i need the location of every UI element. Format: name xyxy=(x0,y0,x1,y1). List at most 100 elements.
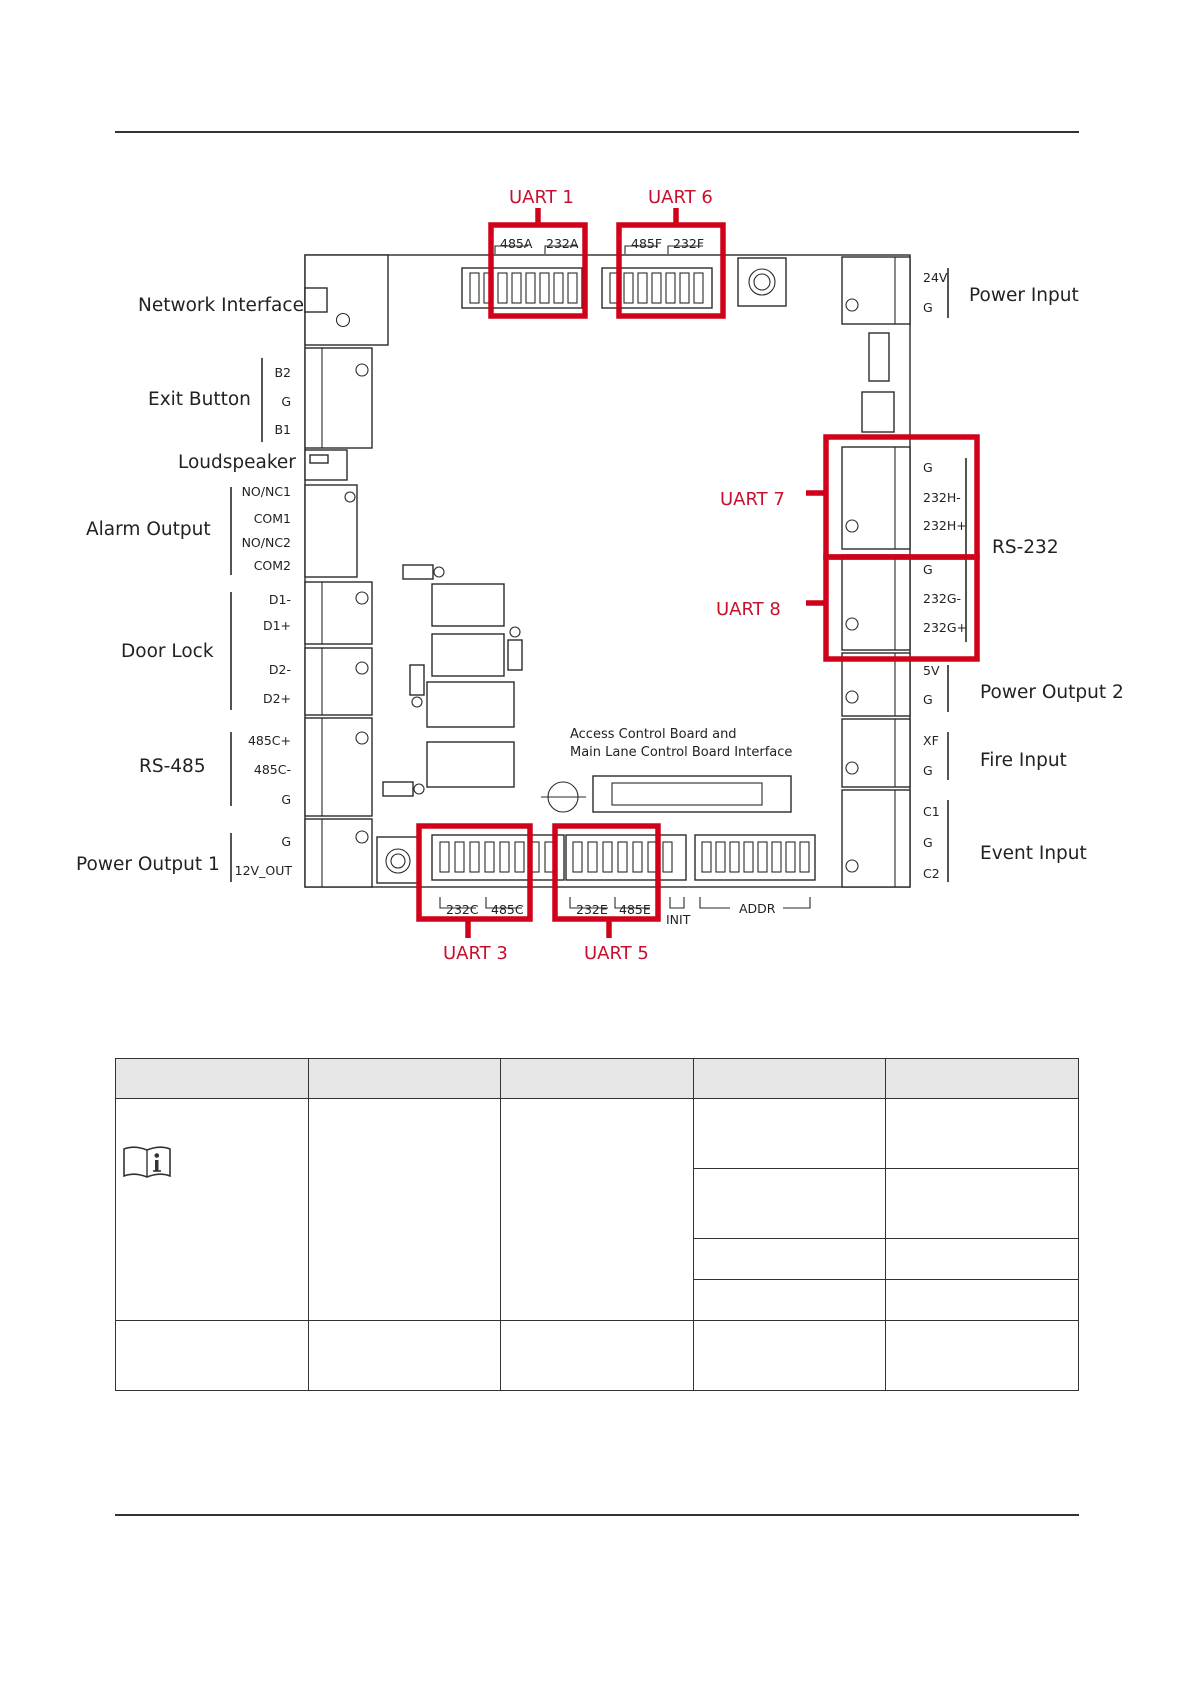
alarm-output-label: Alarm Output xyxy=(86,519,211,540)
pin-5v: 5V xyxy=(923,663,940,678)
table-cell xyxy=(885,1320,1079,1391)
pin-c1: C1 xyxy=(923,804,940,819)
table-cell xyxy=(885,1098,1079,1169)
fire-input-label: Fire Input xyxy=(980,750,1067,771)
table-header-cell xyxy=(307,1058,502,1099)
table-header-cell xyxy=(885,1058,1079,1099)
pin-no-nc2: NO/NC2 xyxy=(242,535,291,550)
pin-232g-plus: 232G+ xyxy=(923,620,967,635)
pin-24v: 24V xyxy=(923,270,948,285)
uart3-label: UART 3 xyxy=(443,943,508,964)
pin-g-232g: G xyxy=(923,562,933,577)
table-row xyxy=(116,1168,1079,1239)
table-row xyxy=(115,1098,1079,1321)
table-header-cell xyxy=(115,1058,309,1099)
bracket-lines xyxy=(230,245,967,909)
note-info-icon xyxy=(123,1146,171,1178)
uart7-label: UART 7 xyxy=(720,489,785,510)
pin-b2: B2 xyxy=(274,365,291,380)
power-output-1-terminal xyxy=(304,818,373,888)
pin-g-fire: G xyxy=(923,763,933,778)
pin-232g-minus: 232G- xyxy=(923,591,961,606)
dip-label-init: INIT xyxy=(666,912,691,927)
table-cell xyxy=(885,1279,1079,1321)
exit-button-label: Exit Button xyxy=(148,389,251,410)
pin-d1-minus: D1- xyxy=(269,592,291,607)
bottom-rule xyxy=(115,1514,1079,1516)
dip-label-485c: 485C xyxy=(491,902,524,917)
top-dip-switch-bank-1 xyxy=(461,267,583,309)
table-row xyxy=(116,1279,1079,1321)
pin-12v-out: 12V_OUT xyxy=(235,863,293,878)
pin-d2-minus: D2- xyxy=(269,662,291,677)
pin-g-232h: G xyxy=(923,460,933,475)
table-cell xyxy=(307,1098,502,1321)
loudspeaker-terminal xyxy=(304,449,348,481)
uart8-terminal xyxy=(841,554,911,651)
dip-label-232e: 232E xyxy=(576,902,608,917)
event-input-label: Event Input xyxy=(980,843,1087,864)
uart-highlights xyxy=(416,208,980,938)
pin-d2-plus: D2+ xyxy=(263,691,291,706)
door-lock-terminal-1 xyxy=(304,581,373,645)
pin-g-power-input: G xyxy=(923,300,933,315)
dip-label-232f: 232F xyxy=(673,236,704,251)
pin-232h-minus: 232H- xyxy=(923,490,961,505)
table-cell xyxy=(692,1168,887,1239)
alarm-output-relay xyxy=(304,484,358,578)
pin-com1: COM1 xyxy=(254,511,291,526)
table-cell xyxy=(500,1098,694,1321)
jumpers xyxy=(382,564,523,797)
dip-label-485e: 485E xyxy=(619,902,651,917)
spec-table xyxy=(115,1058,1079,1391)
loudspeaker-label: Loudspeaker xyxy=(178,452,296,473)
bottom-dip-switch-bank-2 xyxy=(565,834,687,881)
table-cell xyxy=(885,1238,1079,1280)
pin-g-event: G xyxy=(923,835,933,850)
interface-label-line2: Main Lane Control Board Interface xyxy=(570,745,792,760)
table-row xyxy=(116,1238,1079,1280)
pin-485c-minus: 485C- xyxy=(254,762,291,777)
power-output-1-label: Power Output 1 xyxy=(76,854,220,875)
pin-g-exit: G xyxy=(281,394,291,409)
controller-board-diagram: Network Interface Exit Button Loudspeake… xyxy=(76,187,1124,964)
door-lock-label: Door Lock xyxy=(121,641,214,662)
fuse-component xyxy=(868,332,890,382)
uart1-label: UART 1 xyxy=(509,187,574,208)
uart5-label: UART 5 xyxy=(584,943,649,964)
table-header-cell xyxy=(500,1058,694,1099)
bottom-dip-switch-bank-1 xyxy=(431,834,565,881)
fire-input-terminal xyxy=(841,718,911,788)
power-output-2-label: Power Output 2 xyxy=(980,682,1124,703)
exit-button-terminal xyxy=(304,347,373,449)
reset-button xyxy=(376,836,420,884)
pin-com2: COM2 xyxy=(254,558,291,573)
coin-battery xyxy=(541,781,586,813)
dip-label-232c: 232C xyxy=(446,902,479,917)
event-input-terminal xyxy=(841,789,911,888)
network-port xyxy=(304,254,389,346)
uart6-label: UART 6 xyxy=(648,187,713,208)
dip-label-232a: 232A xyxy=(546,236,579,251)
dip-label-addr: ADDR xyxy=(739,901,776,916)
dip-label-485f: 485F xyxy=(631,236,662,251)
table-cell xyxy=(115,1320,309,1391)
addr-dip-switch-bank xyxy=(694,834,816,881)
table-cell xyxy=(692,1279,887,1321)
rs232-label: RS-232 xyxy=(992,537,1059,558)
pin-g-485: G xyxy=(281,792,291,807)
pin-g-power-output-2: G xyxy=(923,692,933,707)
table-cell-note xyxy=(115,1098,309,1321)
pin-c2: C2 xyxy=(923,866,940,881)
buzzer xyxy=(737,257,787,307)
rs485-label: RS-485 xyxy=(139,756,206,777)
pin-b1: B1 xyxy=(274,422,291,437)
door-lock-terminal-2 xyxy=(304,647,373,716)
power-input-label: Power Input xyxy=(969,285,1079,306)
table-cell xyxy=(307,1320,502,1391)
pin-d1-plus: D1+ xyxy=(263,618,291,633)
network-interface-label: Network Interface xyxy=(138,295,304,316)
dip-label-485a: 485A xyxy=(500,236,533,251)
table-cell xyxy=(692,1098,887,1169)
pin-xf: XF xyxy=(923,733,939,748)
